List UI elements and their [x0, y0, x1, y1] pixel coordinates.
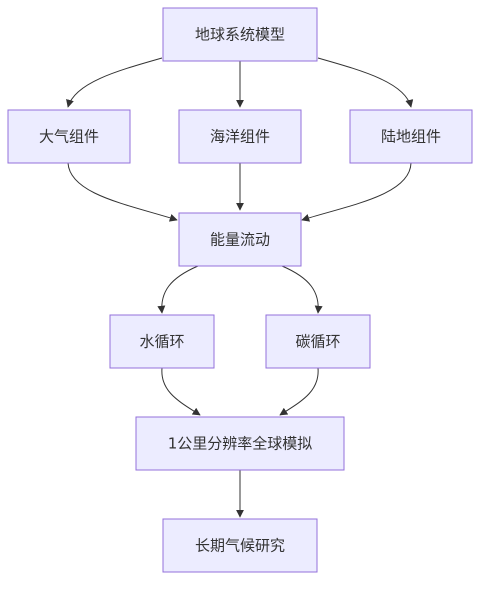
- node-water-cycle: 水循环: [109, 314, 215, 369]
- node-label-water-cycle: 水循环: [139, 333, 184, 351]
- node-label-km-global-sim: 1公里分辨率全球模拟: [168, 435, 313, 453]
- edge-energy-to-carbon: [281, 265, 323, 314]
- edge-model-to-land: [317, 57, 414, 108]
- edge-atmosphere-to-energy: [67, 162, 178, 222]
- edge-energy-to-water: [157, 265, 199, 314]
- edge-model-to-atmosphere: [66, 57, 163, 108]
- node-label-earth-system-model: 地球系统模型: [195, 26, 285, 44]
- node-energy-flow: 能量流动: [178, 212, 302, 267]
- node-label-carbon-cycle: 碳循环: [295, 333, 340, 351]
- node-ocean: 海洋组件: [178, 109, 302, 164]
- node-km-global-sim: 1公里分辨率全球模拟: [135, 416, 345, 471]
- node-climate-research: 长期气候研究: [162, 518, 318, 573]
- edge-carbon-to-sim: [279, 367, 319, 416]
- edge-land-to-energy: [301, 162, 412, 222]
- node-label-climate-research: 长期气候研究: [195, 537, 285, 555]
- node-atmosphere: 大气组件: [7, 109, 131, 164]
- node-label-ocean: 海洋组件: [210, 128, 270, 146]
- edge-water-to-sim: [161, 367, 201, 416]
- node-earth-system-model: 地球系统模型: [162, 7, 318, 62]
- node-label-land: 陆地组件: [381, 128, 441, 146]
- node-land: 陆地组件: [349, 109, 473, 164]
- node-carbon-cycle: 碳循环: [265, 314, 371, 369]
- node-label-atmosphere: 大气组件: [39, 128, 99, 146]
- node-label-energy-flow: 能量流动: [210, 231, 270, 249]
